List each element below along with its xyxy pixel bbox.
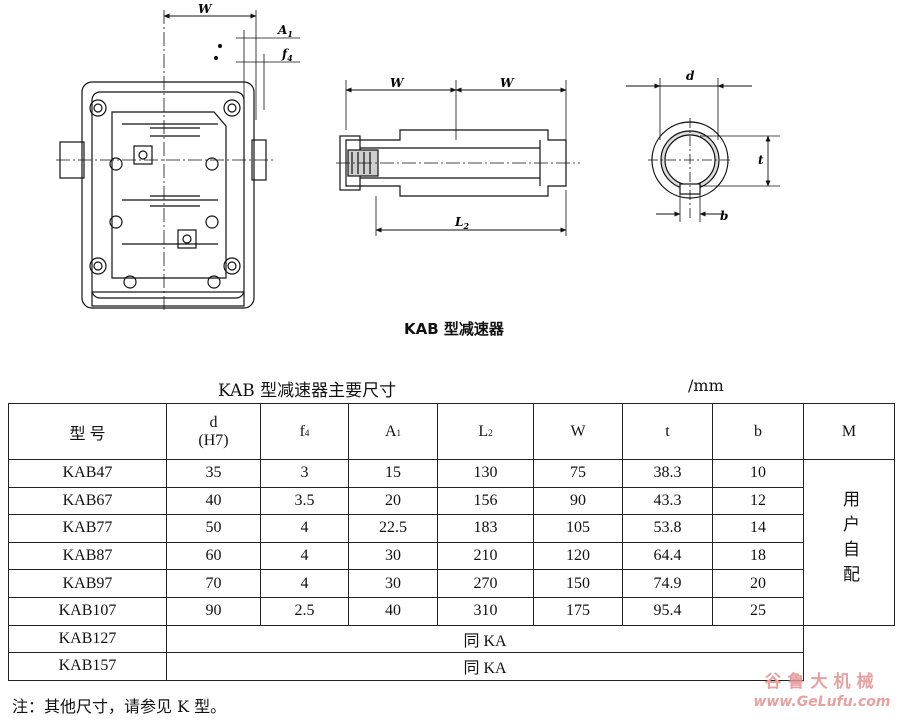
cell-l2: 270 xyxy=(437,569,534,598)
shaft-w-right-label: W xyxy=(500,76,515,90)
header-m: M xyxy=(803,403,895,460)
cell-f4: 2.5 xyxy=(260,596,349,626)
cell-a1: 30 xyxy=(348,541,438,571)
cell-t: 64.4 xyxy=(622,541,713,571)
a1-label: A1 xyxy=(277,23,293,39)
cell-model: KAB67 xyxy=(8,486,167,516)
cell-t: 74.9 xyxy=(622,569,713,598)
table-header-row: 型 号 d(H7) f4 A1 L2 W t b M xyxy=(8,403,895,460)
f4-label: f4 xyxy=(281,47,293,63)
cell-b: 20 xyxy=(712,569,804,598)
cell-l2: 130 xyxy=(437,459,534,488)
cell-model: KAB77 xyxy=(8,514,167,543)
table-row: KAB157 同 KA xyxy=(8,652,895,681)
cell-l2: 156 xyxy=(437,486,534,516)
cell-model: KAB157 xyxy=(8,652,167,681)
cell-l2: 210 xyxy=(437,541,534,571)
cell-model: KAB47 xyxy=(8,459,167,488)
cell-w: 120 xyxy=(533,541,623,571)
header-w: W xyxy=(533,403,623,460)
table-row: KAB87 60 4 30 210 120 64.4 18 xyxy=(8,541,895,571)
table-unit: /mm xyxy=(688,376,724,395)
cell-a1: 40 xyxy=(348,596,438,626)
header-d: d(H7) xyxy=(166,403,261,460)
cell-l2: 310 xyxy=(437,596,534,626)
cell-f4: 3 xyxy=(260,459,349,488)
table-row: KAB47 35 3 15 130 75 38.3 10 用户自配 xyxy=(8,459,895,626)
watermark-logo: 谷鲁大机械 www.GeLufu.com xyxy=(742,672,902,712)
cell-t: 43.3 xyxy=(622,486,713,516)
cell-m-merged: 用户自配 xyxy=(803,459,895,626)
table-row: KAB67 40 3.5 20 156 90 43.3 12 xyxy=(8,486,895,516)
cell-b: 18 xyxy=(712,541,804,571)
cell-d: 50 xyxy=(166,514,261,543)
table-title: KAB 型减速器主要尺寸 xyxy=(218,381,397,401)
cell-f4: 4 xyxy=(260,569,349,598)
m-value-text: 用户自配 xyxy=(840,489,859,590)
table-row: KAB127 同 KA xyxy=(8,624,895,654)
cell-w: 150 xyxy=(533,569,623,598)
cell-w: 75 xyxy=(533,459,623,488)
cell-model: KAB107 xyxy=(8,596,167,626)
cell-w: 175 xyxy=(533,596,623,626)
cell-same-as: 同 KA xyxy=(166,624,804,654)
table-row: KAB107 90 2.5 40 310 175 95.4 25 xyxy=(8,596,895,626)
t-label: t xyxy=(758,153,764,167)
footnote: 注：其他尺寸，请参见 K 型。 xyxy=(12,697,227,716)
cell-t: 53.8 xyxy=(622,514,713,543)
l2-label: L2 xyxy=(454,215,469,231)
front-w-label: W xyxy=(198,2,213,16)
cell-d: 60 xyxy=(166,541,261,571)
header-model: 型 号 xyxy=(8,403,167,460)
cell-same-as: 同 KA xyxy=(166,652,804,681)
watermark-text: 谷鲁大机械 xyxy=(764,672,880,692)
cell-d: 35 xyxy=(166,459,261,488)
header-a1: A1 xyxy=(348,403,438,460)
cell-l2: 183 xyxy=(437,514,534,543)
front-view-drawing xyxy=(56,10,300,310)
watermark-url: www.GeLufu.com xyxy=(753,694,891,710)
cell-b: 10 xyxy=(712,459,804,488)
cell-a1: 20 xyxy=(348,486,438,516)
cell-b: 12 xyxy=(712,486,804,516)
table-row: KAB77 50 4 22.5 183 105 53.8 14 xyxy=(8,514,895,543)
header-b: b xyxy=(712,403,804,460)
header-f4: f4 xyxy=(260,403,349,460)
cell-f4: 4 xyxy=(260,541,349,571)
b-label: b xyxy=(720,209,728,223)
d-label: d xyxy=(686,69,695,83)
cell-d: 70 xyxy=(166,569,261,598)
cell-f4: 3.5 xyxy=(260,486,349,516)
cell-model: KAB127 xyxy=(8,624,167,654)
cell-t: 95.4 xyxy=(622,596,713,626)
cell-t: 38.3 xyxy=(622,459,713,488)
cell-f4: 4 xyxy=(260,514,349,543)
cell-b: 25 xyxy=(712,596,804,626)
bore-section-drawing xyxy=(626,78,780,222)
cell-w: 105 xyxy=(533,514,623,543)
header-t: t xyxy=(622,403,713,460)
shaft-w-left-label: W xyxy=(390,76,405,90)
cell-d: 90 xyxy=(166,596,261,626)
cell-a1: 30 xyxy=(348,569,438,598)
cell-model: KAB87 xyxy=(8,541,167,571)
cell-d: 40 xyxy=(166,486,261,516)
cell-a1: 22.5 xyxy=(348,514,438,543)
reducer-drawings: W A1 f4 W W L2 xyxy=(56,2,780,310)
hollow-shaft-drawing xyxy=(336,80,580,236)
dimensions-table: 型 号 d(H7) f4 A1 L2 W t b M KAB47 35 3 15… xyxy=(8,403,895,681)
cell-model: KAB97 xyxy=(8,569,167,598)
figure-caption: KAB 型减速器 xyxy=(404,320,504,338)
header-l2: L2 xyxy=(437,403,534,460)
cell-b: 14 xyxy=(712,514,804,543)
cell-w: 90 xyxy=(533,486,623,516)
cell-a1: 15 xyxy=(348,459,438,488)
table-row: KAB97 70 4 30 270 150 74.9 20 xyxy=(8,569,895,598)
